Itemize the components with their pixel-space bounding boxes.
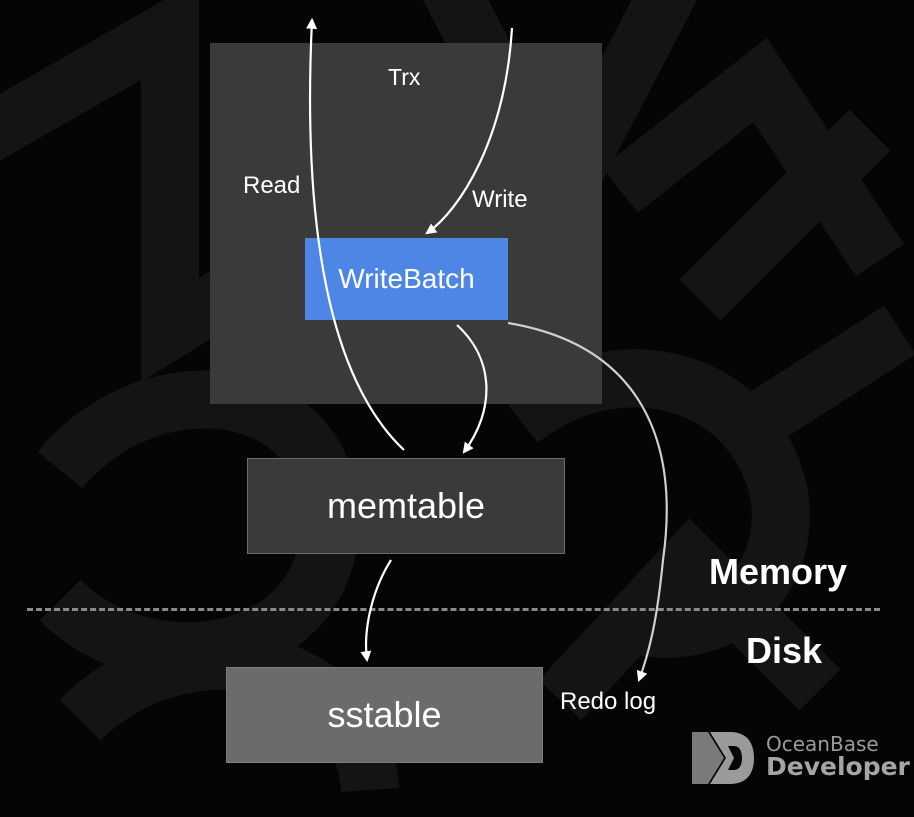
sstable-box: sstable [226, 667, 543, 763]
oceanbase-developer-logo: OceanBase Developer [690, 728, 910, 786]
disk-label: Disk [746, 630, 823, 671]
brand-name-developer: Developer [766, 752, 910, 781]
transaction-box [210, 43, 602, 404]
redo-log-label: Redo log [560, 688, 657, 715]
trx-label: Trx [388, 64, 421, 90]
read-label: Read [243, 172, 301, 199]
oceanbase-logo-icon [692, 732, 754, 784]
write-label: Write [472, 186, 528, 213]
brand-name-oceanbase: OceanBase [766, 732, 879, 756]
memory-label: Memory [709, 551, 848, 592]
memory-disk-divider [27, 608, 880, 611]
writebatch-box: WriteBatch [305, 238, 508, 320]
memtable-box: memtable [247, 458, 565, 554]
